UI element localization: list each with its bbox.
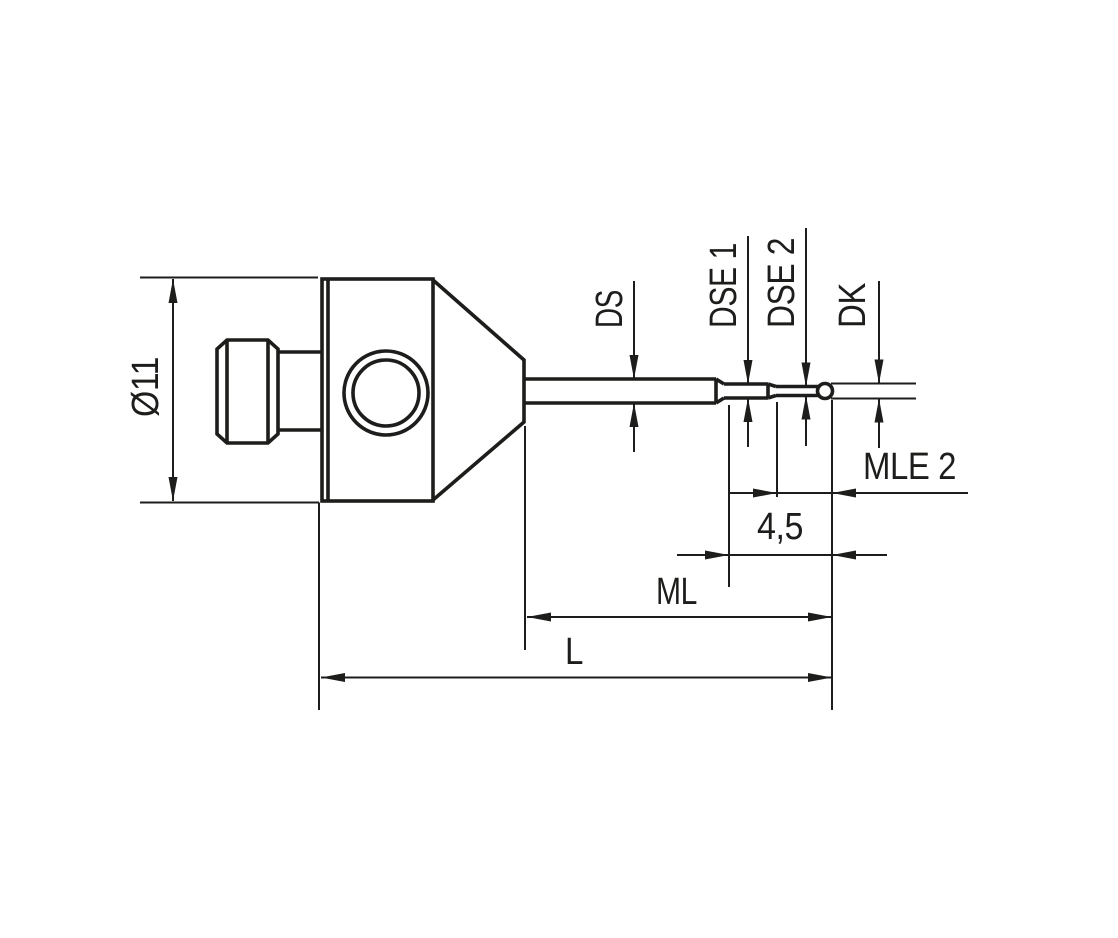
arrowhead-down-icon [629,355,639,379]
stem1-diameter-label: DSE 1 [703,243,745,328]
arrowhead-up-icon [801,395,811,420]
measuring-length-label: ML [656,571,697,613]
dim-tip-extension-length: MLE 2 [729,402,968,498]
holder-body [320,277,435,503]
arrowhead-left-icon [321,673,345,682]
arrowhead-down-icon [168,477,178,501]
ball-diameter-label: DK [832,283,874,328]
arrowhead-left-icon [832,550,856,560]
arrowhead-right-icon [808,673,832,682]
stem1-step-chamfer-top [767,382,777,389]
arrowhead-up-icon [629,403,639,427]
arrowhead-right-icon [808,612,832,622]
arrowhead-up-icon [168,279,178,303]
shaft-diameter-label: DS [589,290,631,328]
dim-overall-length: L [318,502,832,710]
ball-tip [815,381,835,401]
stylus-outline [215,277,835,503]
overall-length-label: L [565,631,583,673]
arrowhead-right-icon [753,488,777,498]
arrowhead-left-icon [832,488,856,498]
dim-shaft-diameter: DS [589,281,639,452]
arrowhead-right-icon [705,550,729,560]
dim-stem-length: 4,5 [677,405,887,587]
dim-shank-diameter: Ø11 [125,276,319,504]
stem1-step-chamfer-bottom [767,393,777,400]
arrowhead-down-icon [874,359,884,384]
mounting-hole-outer [342,349,430,437]
arrowhead-up-icon [743,398,753,422]
dim-stem2-diameter: DSE 2 [761,228,811,446]
stem-length-label: 4,5 [757,506,803,548]
shaft-end-chamfer-top [715,377,725,386]
tip-extension-length-label: MLE 2 [863,446,956,488]
dim-stem1-diameter: DSE 1 [703,236,753,447]
arrowhead-down-icon [801,362,811,387]
arrowhead-left-icon [527,612,551,622]
arrowhead-down-icon [743,360,753,384]
shank-diameter-label: Ø11 [125,357,167,417]
dim-ball-diameter: DK [831,281,916,448]
shaft-end-chamfer-bottom [715,396,725,405]
dim-measuring-length: ML [524,426,832,650]
arrowhead-up-icon [874,398,884,423]
cone-taper [431,278,526,502]
stem2-diameter-label: DSE 2 [761,238,803,328]
mounting-hole-inner [351,358,421,428]
